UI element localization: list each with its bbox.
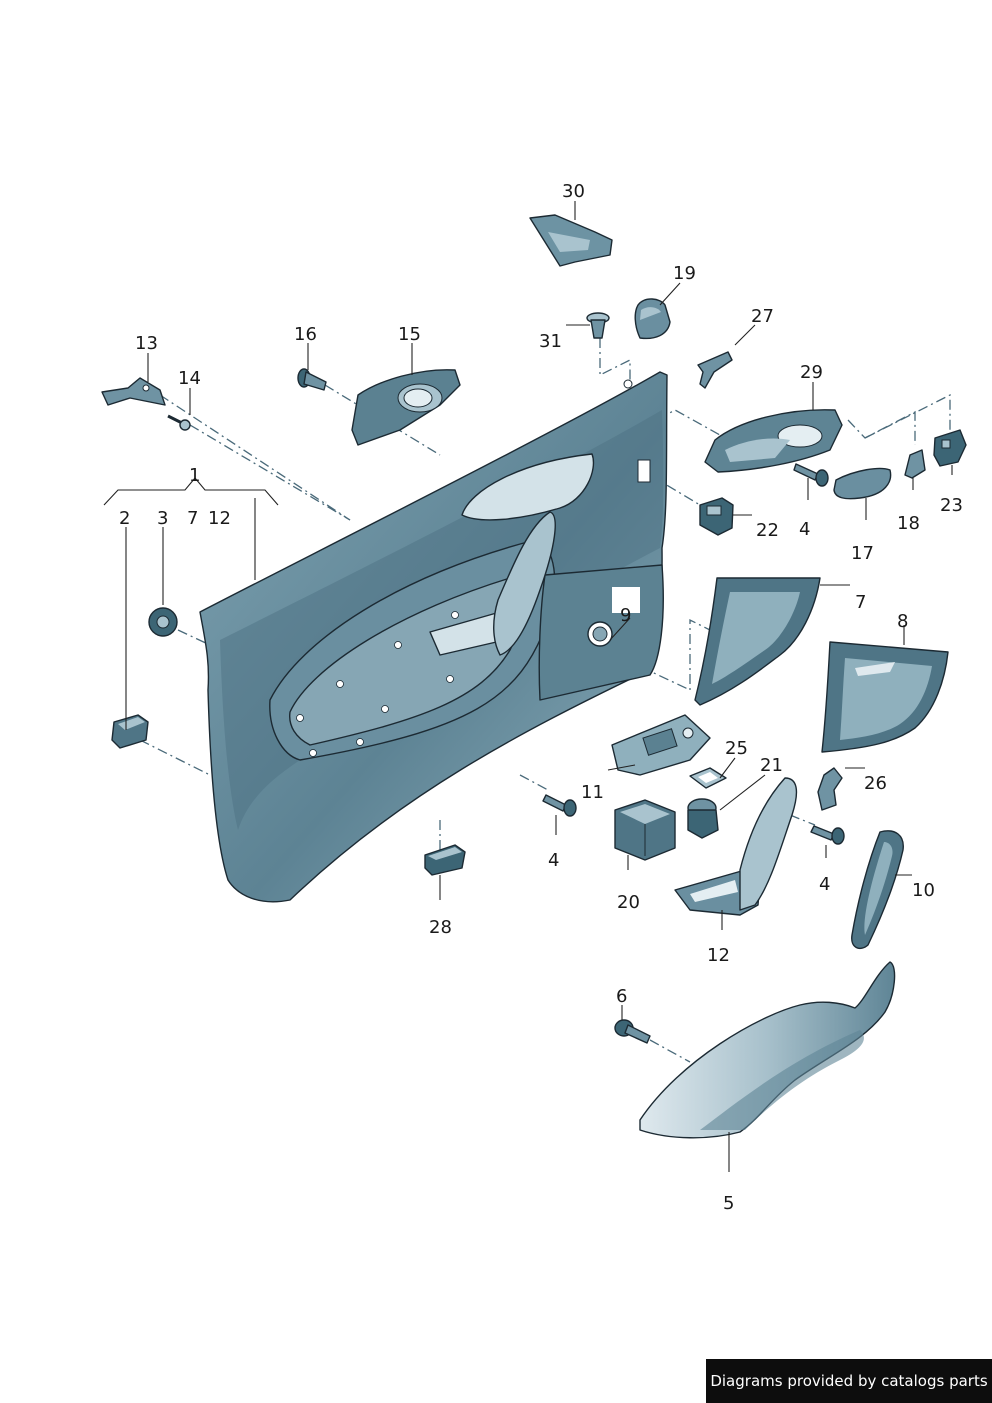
callout-8: 8 (897, 611, 908, 632)
footer-credit: Diagrams provided by catalogs parts (706, 1359, 992, 1403)
part-14-screw (167, 414, 191, 431)
callout-9: 9 (620, 605, 631, 626)
callout-22: 22 (756, 520, 779, 541)
leader-lines (103, 201, 953, 1172)
door-trim-panel (199, 371, 668, 903)
callout-10: 10 (912, 880, 935, 901)
callout-labels: 1 2 3 7 12 13 14 16 15 30 19 31 27 29 4 … (119, 181, 963, 1214)
part-21-mirror-switch (687, 798, 719, 839)
part-12-grip (674, 777, 798, 916)
callout-15: 15 (398, 324, 421, 345)
part-28-connector (424, 844, 466, 876)
part-30-mirror-trim (529, 214, 613, 267)
part-29-handle-housing (704, 409, 843, 473)
callout-4-top: 4 (799, 519, 810, 540)
callout-2: 2 (119, 508, 130, 529)
callout-29: 29 (800, 362, 823, 383)
part-6-screw (614, 1019, 651, 1044)
part-2-plug (111, 714, 149, 749)
callout-25: 25 (725, 738, 748, 759)
callout-28: 28 (429, 917, 452, 938)
part-10-trim-strip (851, 830, 904, 950)
callout-17: 17 (851, 543, 874, 564)
part-16-screw (297, 368, 327, 391)
callout-5: 5 (723, 1193, 734, 1214)
callout-19: 19 (673, 263, 696, 284)
callout-21: 21 (760, 755, 783, 776)
part-8-trim-insert (821, 641, 949, 753)
callout-20: 20 (617, 892, 640, 913)
part-23-switch (933, 429, 967, 467)
part-13-bracket (101, 377, 166, 406)
callout-30: 30 (562, 181, 585, 202)
callout-12: 12 (707, 945, 730, 966)
part-26-clip (817, 767, 843, 811)
part-22-switch (699, 497, 734, 536)
part-4-screw-a (793, 463, 829, 487)
callout-3: 3 (157, 508, 168, 529)
callout-26: 26 (864, 773, 887, 794)
part-3-grommet (148, 607, 178, 637)
part-4-screw-b (542, 794, 577, 817)
callout-18: 18 (897, 513, 920, 534)
part-31-clip (586, 312, 610, 339)
part-7-trim-insert (694, 577, 821, 706)
part-17-handle-cover (833, 467, 892, 500)
callout-23: 23 (940, 495, 963, 516)
callout-7: 7 (855, 592, 866, 613)
part-27-clip (697, 351, 733, 389)
callout-1: 1 (189, 465, 200, 486)
callout-14: 14 (178, 368, 201, 389)
callout-4-right: 4 (819, 874, 830, 895)
part-20-window-switch (614, 799, 676, 861)
part-15-handle-bracket (351, 369, 461, 446)
callout-12-group: 12 (208, 508, 231, 529)
part-4-screw-c (810, 825, 845, 845)
part-25-seal (689, 767, 727, 789)
callout-11: 11 (581, 782, 604, 803)
part-11-switch-bezel (611, 714, 711, 776)
callout-16: 16 (294, 324, 317, 345)
callout-6: 6 (616, 986, 627, 1007)
callout-13: 13 (135, 333, 158, 354)
callout-31: 31 (539, 331, 562, 352)
callout-4-mid: 4 (548, 850, 559, 871)
callout-7-group: 7 (187, 508, 198, 529)
callout-27: 27 (751, 306, 774, 327)
part-5-armrest (639, 961, 896, 1139)
part-18-cover (904, 449, 926, 479)
part-19-cap (634, 298, 671, 340)
